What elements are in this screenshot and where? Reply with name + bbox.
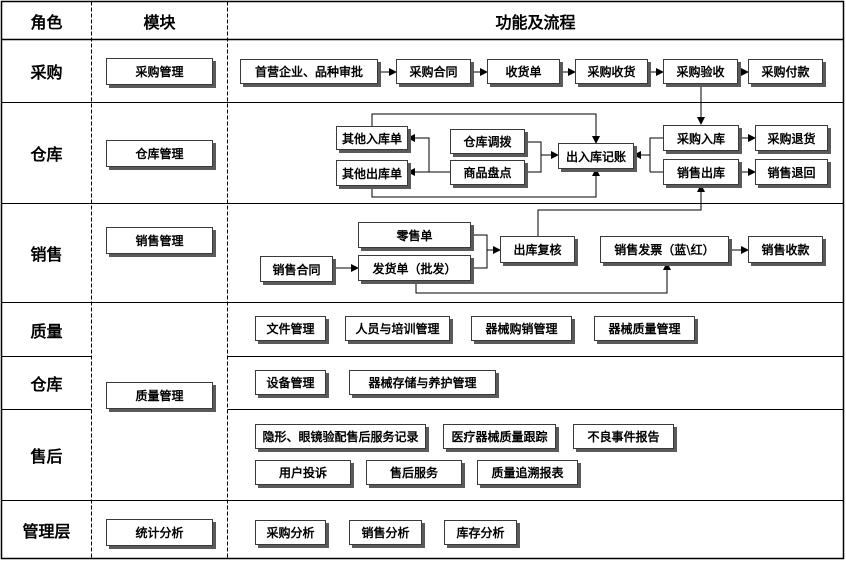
arrow [371, 113, 600, 144]
header-module: 模块 [143, 12, 176, 32]
aftersales-adverse-event-report[interactable]: 不良事件报告 [573, 424, 674, 449]
flow-first-approval[interactable]: 首营企业、品种审批 [240, 59, 378, 84]
module-statistics-analysis[interactable]: 统计分析 [106, 519, 213, 546]
flow-sales-receipt[interactable]: 销售收款 [748, 236, 823, 263]
arrow [525, 141, 559, 159]
module-purchase-management[interactable]: 采购管理 [106, 58, 213, 85]
analysis-sales[interactable]: 销售分析 [349, 520, 422, 545]
module-warehouse-management[interactable]: 仓库管理 [106, 140, 213, 167]
role-warehouse: 仓库 [30, 145, 63, 164]
flow-purchase-receiving[interactable]: 采购收货 [575, 59, 648, 84]
quality-document-management[interactable]: 文件管理 [255, 316, 326, 341]
flow-delivery-note[interactable]: 发货单（批发） [358, 255, 471, 281]
role-purchase: 采购 [30, 63, 63, 82]
flow-outbound-recheck[interactable]: 出库复核 [500, 236, 575, 263]
aftersales-traceability-report[interactable]: 质量追溯报表 [477, 460, 578, 485]
role-quality: 质量 [30, 321, 63, 341]
device-storage-maintenance[interactable]: 器械存储与养护管理 [349, 370, 496, 395]
role-management: 管理层 [22, 521, 71, 541]
header-flow: 功能及流程 [495, 12, 576, 32]
flow-arrows [333, 68, 756, 294]
flow-purchase-contract[interactable]: 采购合同 [396, 59, 471, 84]
aftersales-lens-fitting-record[interactable]: 隐形、眼镜验配售后服务记录 [255, 424, 426, 449]
quality-staff-training[interactable]: 人员与培训管理 [345, 316, 450, 341]
flow-purchase-payment[interactable]: 采购付款 [748, 59, 823, 84]
role-aftersales: 售后 [30, 447, 63, 466]
equipment-management[interactable]: 设备管理 [255, 370, 326, 395]
aftersales-device-quality-tracking[interactable]: 医疗器械质量跟踪 [443, 424, 556, 449]
flow-purchase-return[interactable]: 采购退货 [755, 125, 828, 151]
aftersales-user-complaint[interactable]: 用户投诉 [255, 460, 351, 485]
header-role: 角色 [30, 12, 63, 32]
arrow [407, 134, 450, 173]
flow-sales-outbound[interactable]: 销售出库 [663, 159, 739, 185]
analysis-inventory[interactable]: 库存分析 [444, 520, 517, 545]
flow-retail-order[interactable]: 零售单 [358, 222, 471, 248]
flow-purchase-inbound[interactable]: 采购入库 [663, 125, 739, 151]
flow-sales-contract[interactable]: 销售合同 [260, 256, 333, 282]
arrow [371, 168, 600, 198]
role-warehouse-2: 仓库 [30, 375, 63, 394]
flow-purchase-inspection[interactable]: 采购验收 [663, 59, 738, 84]
arrow [415, 262, 671, 294]
flow-sales-invoice[interactable]: 销售发票（蓝\红） [600, 236, 729, 263]
quality-device-trade[interactable]: 器械购销管理 [471, 316, 572, 341]
arrow [633, 137, 663, 159]
flow-stocktake[interactable]: 商品盘点 [450, 160, 525, 185]
flow-inout-ledger[interactable]: 出入库记账 [558, 143, 634, 169]
flow-other-outbound[interactable]: 其他出库单 [336, 160, 408, 186]
analysis-purchase[interactable]: 采购分析 [255, 520, 326, 545]
module-quality-management[interactable]: 质量管理 [106, 382, 213, 409]
flow-sales-return[interactable]: 销售退回 [755, 159, 828, 185]
role-sales: 销售 [30, 245, 63, 264]
quality-device-quality[interactable]: 器械质量管理 [594, 316, 695, 341]
module-sales-management[interactable]: 销售管理 [106, 227, 213, 254]
flow-warehouse-transfer[interactable]: 仓库调拨 [450, 129, 525, 154]
aftersales-service[interactable]: 售后服务 [366, 460, 462, 485]
flow-receipt-note[interactable]: 收货单 [487, 59, 560, 84]
arrow [537, 184, 705, 236]
arrow [471, 234, 501, 254]
flow-other-inbound[interactable]: 其他入库单 [336, 126, 408, 150]
